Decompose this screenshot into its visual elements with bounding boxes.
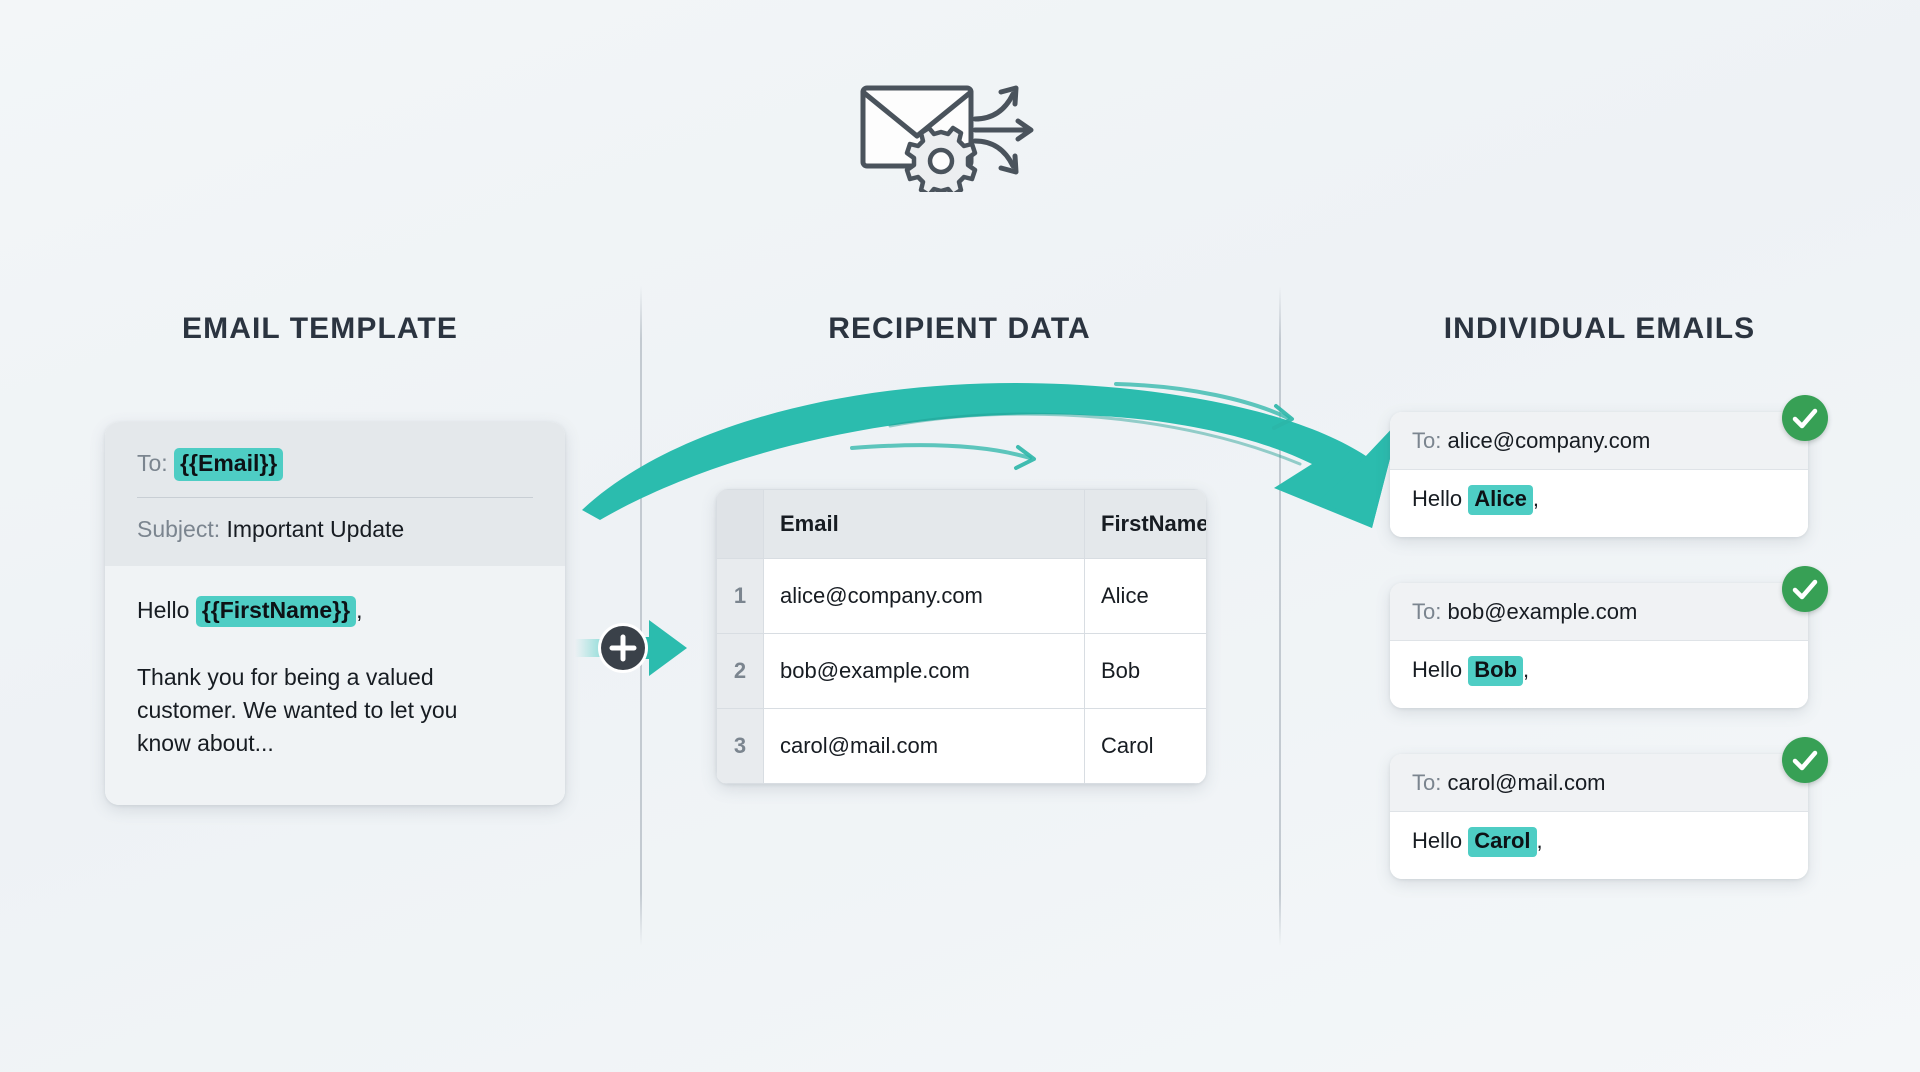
email-greeting-prefix: Hello — [1412, 828, 1463, 853]
cell-firstname: Bob — [1084, 633, 1206, 709]
template-firstname-token: {{FirstName}} — [195, 595, 357, 627]
cell-email: carol@mail.com — [763, 708, 1085, 784]
table-header-firstname: FirstName — [1084, 489, 1206, 559]
email-greeting-suffix: , — [1523, 657, 1530, 682]
email-greeting-suffix: , — [1536, 828, 1543, 853]
template-to-token: {{Email}} — [174, 448, 284, 481]
table-header-gutter — [716, 489, 764, 559]
email-greeting-row: Hello Alice, — [1390, 470, 1808, 537]
template-subject-value: Important Update — [226, 515, 405, 542]
cell-firstname: Carol — [1084, 708, 1206, 784]
individual-email-card[interactable]: To: bob@example.com Hello Bob, — [1390, 583, 1808, 708]
email-to-value: alice@company.com — [1447, 428, 1651, 453]
column-heading-email-template: EMAIL TEMPLATE — [182, 312, 458, 345]
row-index: 1 — [716, 558, 764, 634]
email-greeting-row: Hello Bob, — [1390, 641, 1808, 708]
email-to-label: To: — [1412, 599, 1442, 624]
email-merged-name: Bob — [1468, 656, 1524, 686]
template-subject-label: Subject: — [137, 515, 221, 542]
column-heading-individual-emails: INDIVIDUAL EMAILS — [1443, 312, 1756, 345]
cell-email: alice@company.com — [763, 558, 1085, 634]
email-template-body: Hello {{FirstName}}, Thank you for being… — [105, 565, 565, 805]
recipient-data-table: Email FirstName 1 alice@company.com Alic… — [716, 489, 1206, 784]
check-circle-icon — [1782, 566, 1828, 612]
template-greeting-row: Hello {{FirstName}}, — [137, 595, 533, 627]
row-index: 3 — [716, 708, 764, 784]
template-greeting-suffix: , — [356, 596, 363, 623]
template-body-text: Thank you for being a valued customer. W… — [137, 663, 458, 757]
email-to-value: bob@example.com — [1447, 599, 1638, 624]
check-circle-icon — [1782, 395, 1828, 441]
individual-email-card[interactable]: To: alice@company.com Hello Alice, — [1390, 412, 1808, 537]
email-greeting-row: Hello Carol, — [1390, 812, 1808, 879]
email-to-label: To: — [1412, 428, 1442, 453]
check-circle-icon — [1782, 737, 1828, 783]
row-index: 2 — [716, 633, 764, 709]
email-greeting-prefix: Hello — [1412, 486, 1463, 511]
table-row[interactable]: 2 bob@example.com Bob — [716, 633, 1206, 709]
table-header-row: Email FirstName — [716, 489, 1206, 559]
column-divider-right — [1279, 286, 1281, 946]
email-template-card: To: {{Email}} Subject: Important Update … — [105, 422, 565, 805]
email-to-row: To: alice@company.com — [1390, 412, 1808, 470]
email-greeting-suffix: , — [1532, 486, 1539, 511]
template-to-label: To: — [137, 450, 168, 476]
cell-firstname: Alice — [1084, 558, 1206, 634]
email-greeting-prefix: Hello — [1412, 657, 1463, 682]
email-to-label: To: — [1412, 770, 1442, 795]
email-merged-name: Carol — [1468, 827, 1537, 857]
column-heading-recipient-data: RECIPIENT DATA — [828, 312, 1091, 345]
email-merged-name: Alice — [1468, 485, 1533, 515]
table-row[interactable]: 1 alice@company.com Alice — [716, 558, 1206, 634]
envelope-gear-distribute-icon — [855, 62, 1065, 198]
table-header-email: Email — [763, 489, 1085, 559]
email-to-row: To: bob@example.com — [1390, 583, 1808, 641]
template-to-row: To: {{Email}} — [137, 448, 533, 481]
cell-email: bob@example.com — [763, 633, 1085, 709]
merge-connector — [575, 612, 705, 684]
email-template-header: To: {{Email}} Subject: Important Update — [105, 422, 565, 566]
email-to-row: To: carol@mail.com — [1390, 754, 1808, 812]
table-row[interactable]: 3 carol@mail.com Carol — [716, 708, 1206, 784]
individual-email-card[interactable]: To: carol@mail.com Hello Carol, — [1390, 754, 1808, 879]
column-divider-left — [640, 286, 642, 946]
template-greeting-prefix: Hello — [137, 596, 190, 623]
email-to-value: carol@mail.com — [1447, 770, 1606, 795]
template-subject-row: Subject: Important Update — [137, 515, 533, 544]
template-divider — [137, 496, 533, 498]
